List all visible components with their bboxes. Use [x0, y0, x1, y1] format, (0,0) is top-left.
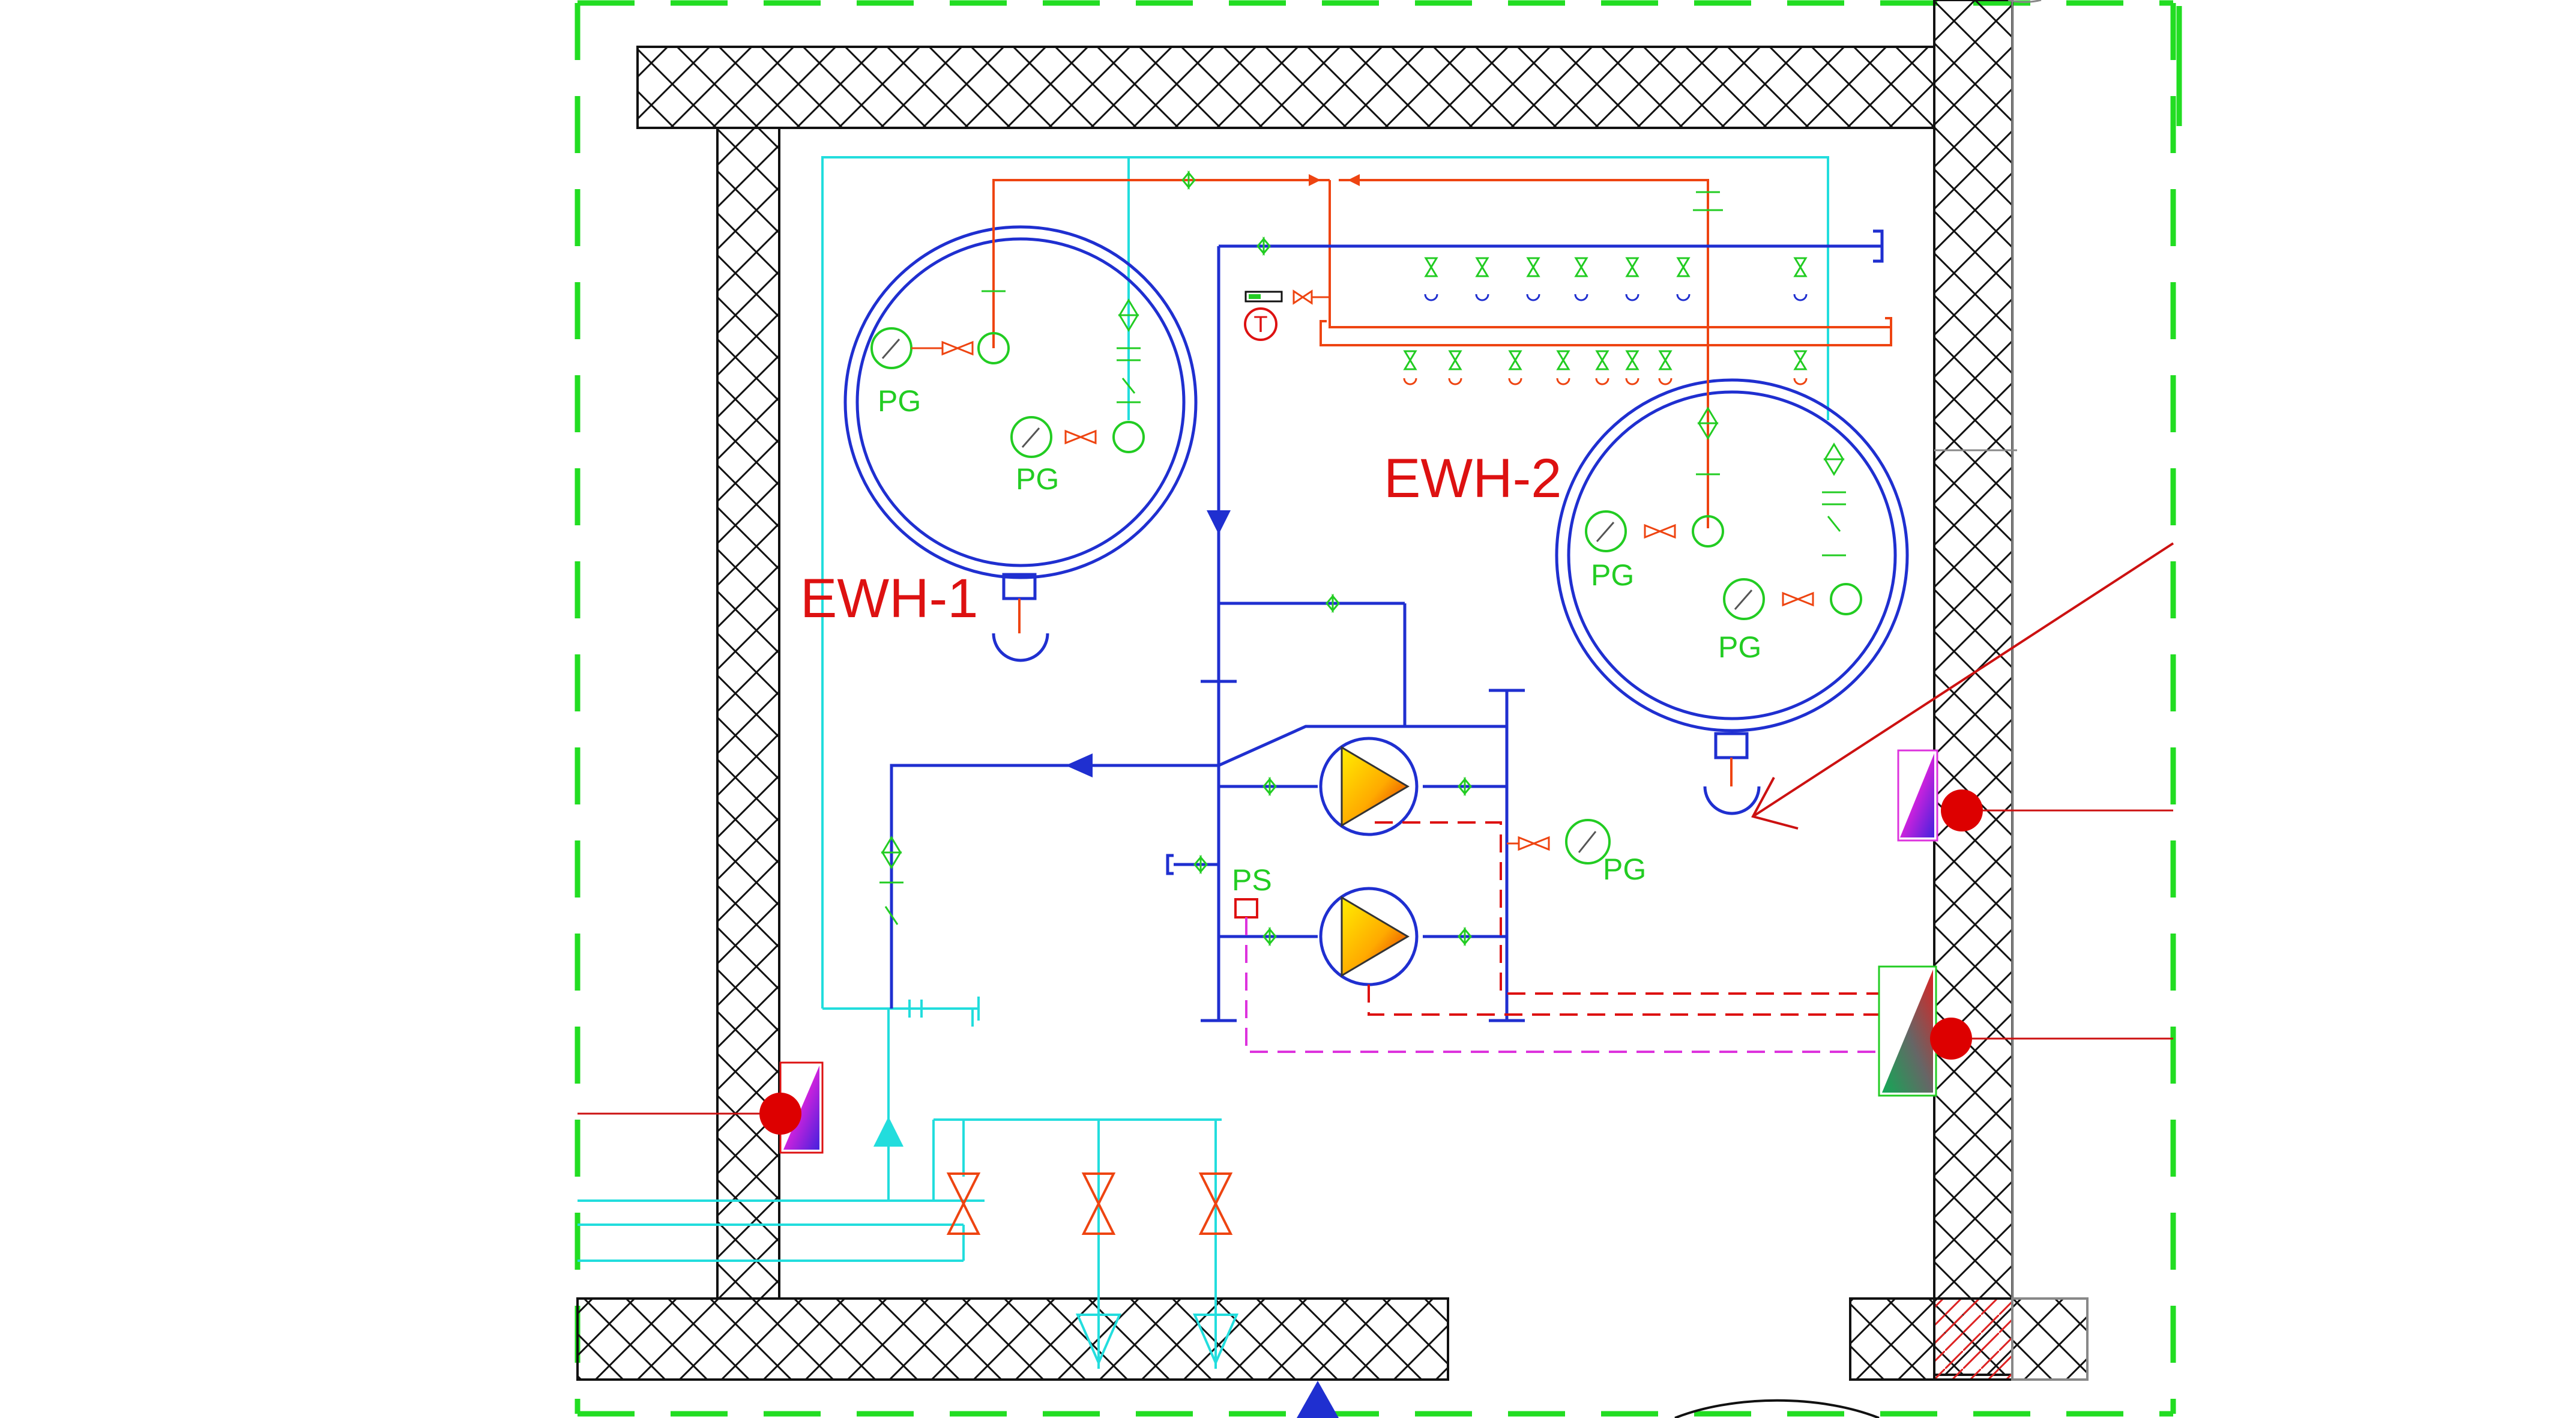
site-boundary	[575, 0, 2176, 1417]
gauge-label-ewh2-a: PG	[1591, 558, 1634, 592]
leader-line	[1751, 542, 2174, 830]
isolation-valves	[946, 1172, 1233, 1235]
supply-piping	[890, 229, 1884, 1022]
pressure-gauge-ewh2-b: PG	[1718, 578, 1862, 664]
supply-branch-valves	[1424, 257, 1808, 301]
inline-valves	[879, 170, 1846, 947]
control-panel-right-lower	[1878, 965, 2173, 1097]
control-panel-left	[578, 1061, 824, 1154]
flow-arrow-hot-2	[1348, 174, 1360, 186]
flow-arrow-supply-down	[1207, 510, 1231, 534]
pump-2	[1319, 887, 1419, 986]
flow-arrow-cold	[873, 1117, 903, 1147]
ewh2-tank	[1555, 378, 1909, 815]
gauge-label-ewh2-b: PG	[1718, 630, 1761, 664]
flow-arrow-hot	[1309, 174, 1321, 186]
pressure-switch-label: PS	[1232, 863, 1272, 897]
pressure-gauge-ewh1-a: PG	[870, 327, 1010, 418]
heater-label-ewh1: EWH-1	[800, 568, 978, 629]
thermometer: T	[1244, 289, 1330, 341]
control-panel-right-upper	[1897, 749, 2173, 842]
gauge-label-ewh1-b: PG	[1016, 462, 1059, 496]
pressure-switch: PS	[1232, 863, 1272, 919]
ewh1-tank	[843, 225, 1198, 662]
door-swing	[1674, 1399, 1880, 1418]
pressure-gauge-ewh2-a: PG	[1585, 510, 1724, 592]
building-walls	[576, 0, 2089, 1381]
heater-label-ewh2: EWH-2	[1384, 448, 1561, 509]
thermometer-label: T	[1253, 312, 1267, 337]
hot-water-piping	[992, 179, 1892, 528]
flow-arrow-bottom	[1297, 1381, 1339, 1418]
control-wiring	[1245, 821, 1879, 1053]
cold-water-piping	[578, 156, 1829, 1369]
pressure-gauge-ewh1-b: PG	[1010, 416, 1145, 496]
gauge-label-ewh1-a: PG	[878, 384, 921, 418]
door-swing-top	[2007, 0, 2042, 3]
pump-1	[1319, 737, 1419, 836]
flow-arrow-supply-left	[1066, 753, 1093, 777]
gauge-label-discharge: PG	[1603, 852, 1646, 886]
pressure-gauge-discharge: PG	[1507, 819, 1646, 886]
hot-branch-valves	[1403, 350, 1808, 385]
